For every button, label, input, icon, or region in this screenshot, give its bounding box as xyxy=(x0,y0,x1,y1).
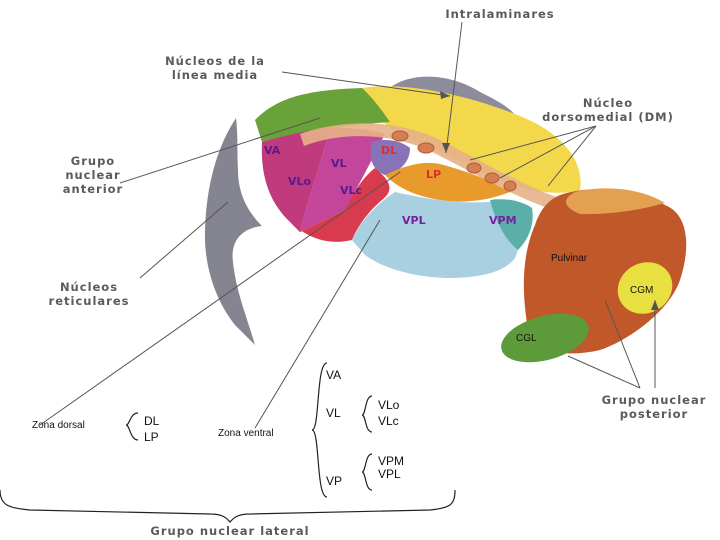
region-label-va: VA xyxy=(264,144,281,157)
label-dm-line1: Núcleo xyxy=(582,96,634,110)
tree-vlc: VLc xyxy=(378,414,399,428)
label-reticular-line2: reticulares xyxy=(48,294,130,308)
brackets xyxy=(0,362,456,523)
label-anterior-line1: Grupo xyxy=(70,154,116,168)
label-posterior-line1: Grupo nuclear xyxy=(601,393,707,407)
tree-vp: VP xyxy=(326,474,343,488)
intralaminar-nuclei-dots xyxy=(391,130,517,192)
label-dorsomedial: Núcleo dorsomedial (DM) xyxy=(528,96,688,124)
label-anterior-line2: nuclear xyxy=(65,168,121,182)
pulvinar-top xyxy=(565,188,665,215)
tree-vpl: VPL xyxy=(378,467,401,481)
dl-region xyxy=(370,140,410,175)
tree-dl: DL xyxy=(144,414,160,428)
dm-region xyxy=(362,86,581,193)
label-dm-line2: dorsomedial (DM) xyxy=(542,110,674,124)
vpl-region xyxy=(352,192,521,278)
internal-medullary-lamina xyxy=(300,123,565,212)
region-label-lp: LP xyxy=(426,168,442,181)
label-lateral-group: Grupo nuclear lateral xyxy=(150,524,310,538)
region-label-vpm: VPM xyxy=(489,214,517,227)
label-posterior-line2: posterior xyxy=(619,407,689,421)
cgm-region xyxy=(617,262,673,314)
tree-vpm: VPM xyxy=(378,454,405,468)
region-label-vpl: VPL xyxy=(402,214,426,227)
cgl-region xyxy=(501,313,589,363)
reticular-nucleus-shape xyxy=(204,118,262,345)
label-reticular-nuclei: Núcleos reticulares xyxy=(34,280,144,308)
region-label-pulvinar: Pulvinar xyxy=(551,253,588,264)
vl-region xyxy=(300,128,385,232)
region-label-dl: DL xyxy=(381,144,398,157)
tree-lp: LP xyxy=(144,430,159,444)
region-label-vlc: VLc xyxy=(340,184,363,197)
label-intralaminares: Intralaminares xyxy=(445,7,555,21)
tree-vlo: VLo xyxy=(378,398,400,412)
label-midline-line2: línea media xyxy=(171,68,259,82)
label-midline-line1: Núcleos de la xyxy=(165,54,265,68)
lp-region xyxy=(385,162,510,202)
tree-zona-dorsal: Zona dorsal xyxy=(32,420,85,431)
tree-va: VA xyxy=(326,368,342,382)
arrowheads xyxy=(440,91,659,310)
tree-zona-ventral: Zona ventral xyxy=(218,428,274,439)
region-label-vlo: VLo xyxy=(288,175,312,188)
tree-vl: VL xyxy=(326,406,341,420)
region-label-cgm: CGM xyxy=(630,285,654,296)
label-anterior-group: Grupo nuclear anterior xyxy=(38,154,148,196)
region-label-cgl: CGL xyxy=(516,333,537,344)
label-posterior-group: Grupo nuclear posterior xyxy=(588,393,720,421)
label-reticular-line1: Núcleos xyxy=(59,280,119,294)
vpm-region xyxy=(490,199,533,250)
leader-lines xyxy=(39,21,656,429)
va-region xyxy=(261,128,330,232)
label-anterior-line3: anterior xyxy=(62,182,124,196)
vlc-region xyxy=(290,168,390,242)
label-midline-nuclei: Núcleos de la línea media xyxy=(150,54,280,82)
region-label-vl: VL xyxy=(331,157,347,170)
